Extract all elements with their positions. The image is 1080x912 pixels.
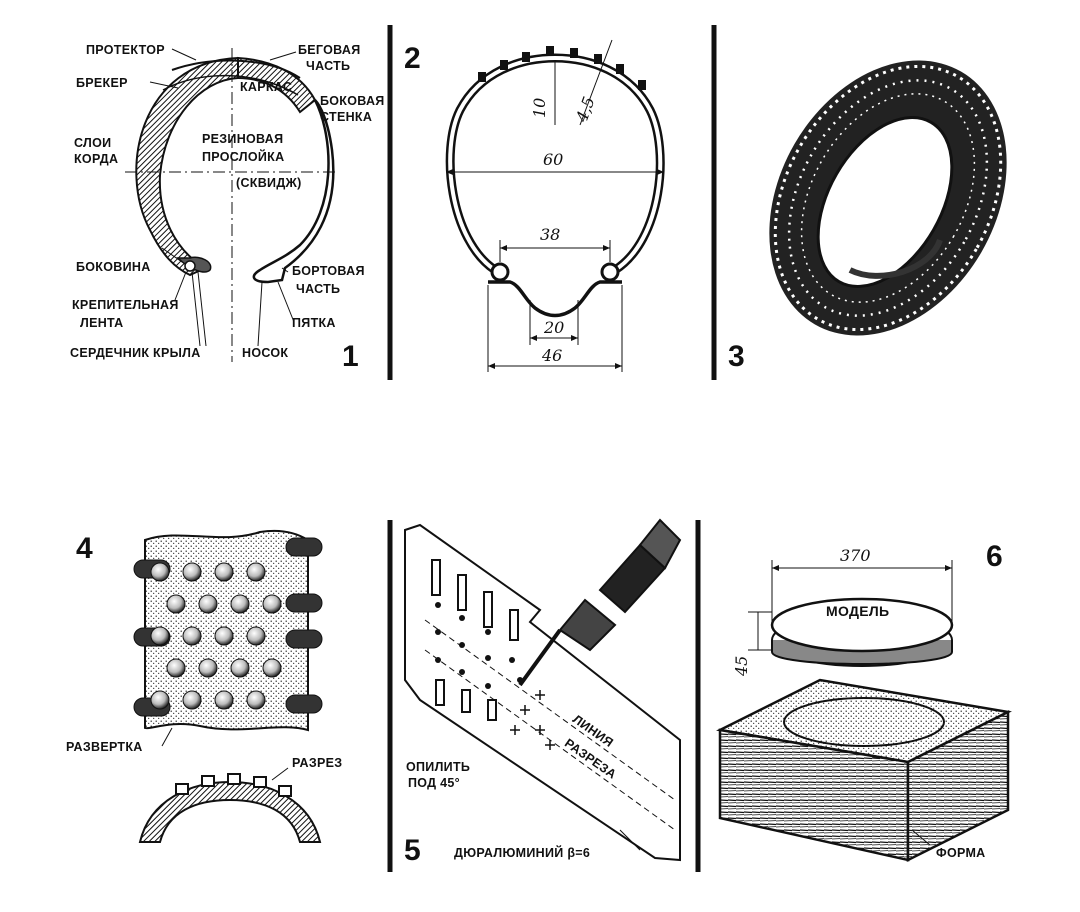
dim-45-model: 45 xyxy=(732,655,751,676)
template-drawing xyxy=(404,518,682,862)
label-material: ДЮРАЛЮМИНИЙ β=6 xyxy=(454,846,591,860)
label-sidewall-2: СТЕНКА xyxy=(320,110,373,124)
dimensioned-section-drawing xyxy=(445,39,665,372)
label-rubber-1: РЕЗИНОВАЯ xyxy=(202,132,284,146)
label-toe: НОСОК xyxy=(242,346,289,360)
panel-number-5: 5 xyxy=(404,834,421,867)
label-rubber-3: (СКВИДЖ) xyxy=(236,176,302,190)
drill-icon xyxy=(518,518,682,687)
label-development: РАЗВЕРТКА xyxy=(66,740,143,754)
dim-10: 10 xyxy=(530,97,549,118)
dim-38: 38 xyxy=(540,225,561,244)
dim-370: 370 xyxy=(840,546,871,565)
tire-render xyxy=(769,60,1007,336)
label-breaker: БРЕКЕР xyxy=(76,76,128,90)
tread-development xyxy=(133,529,323,747)
label-strip-1: КРЕПИТЕЛЬНАЯ xyxy=(72,298,179,312)
label-bead-1: БОРТОВАЯ xyxy=(292,264,365,278)
panel-number-4: 4 xyxy=(76,532,93,565)
label-sidewall-1: БОКОВАЯ xyxy=(320,94,385,108)
dim-46: 46 xyxy=(542,346,563,365)
label-bokovina: БОКОВИНА xyxy=(76,260,151,274)
label-model: МОДЕЛЬ xyxy=(826,603,890,619)
tire-section-drawing xyxy=(125,48,338,362)
label-bead-2: ЧАСТЬ xyxy=(296,282,341,296)
panel-number-1: 1 xyxy=(342,340,359,373)
label-file-2: ПОД 45° xyxy=(408,776,460,790)
label-rubber-2: ПРОСЛОЙКА xyxy=(202,150,285,164)
label-form: ФОРМА xyxy=(936,846,986,860)
label-running-1: БЕГОВАЯ xyxy=(298,43,361,57)
label-heel: ПЯТКА xyxy=(292,316,336,330)
panel-number-3: 3 xyxy=(728,340,745,373)
label-file-1: ОПИЛИТЬ xyxy=(406,760,471,774)
label-protector: ПРОТЕКТОР xyxy=(86,43,165,57)
label-running-2: ЧАСТЬ xyxy=(306,59,351,73)
panel-number-6: 6 xyxy=(986,540,1003,573)
mold-form xyxy=(716,678,1012,863)
label-core: СЕРДЕЧНИК КРЫЛА xyxy=(70,346,201,360)
label-strip-2: ЛЕНТА xyxy=(80,316,124,330)
dim-20: 20 xyxy=(544,318,565,337)
dim-60: 60 xyxy=(543,150,564,169)
label-cord-2: КОРДА xyxy=(74,152,119,166)
label-cord-1: СЛОИ xyxy=(74,136,112,150)
label-carcass: КАРКАС xyxy=(240,80,293,94)
panel-number-2: 2 xyxy=(404,42,421,75)
panel-separators xyxy=(387,25,717,872)
model-disk xyxy=(748,560,954,667)
label-section: РАЗРЕЗ xyxy=(292,756,343,770)
tread-section xyxy=(138,767,322,843)
